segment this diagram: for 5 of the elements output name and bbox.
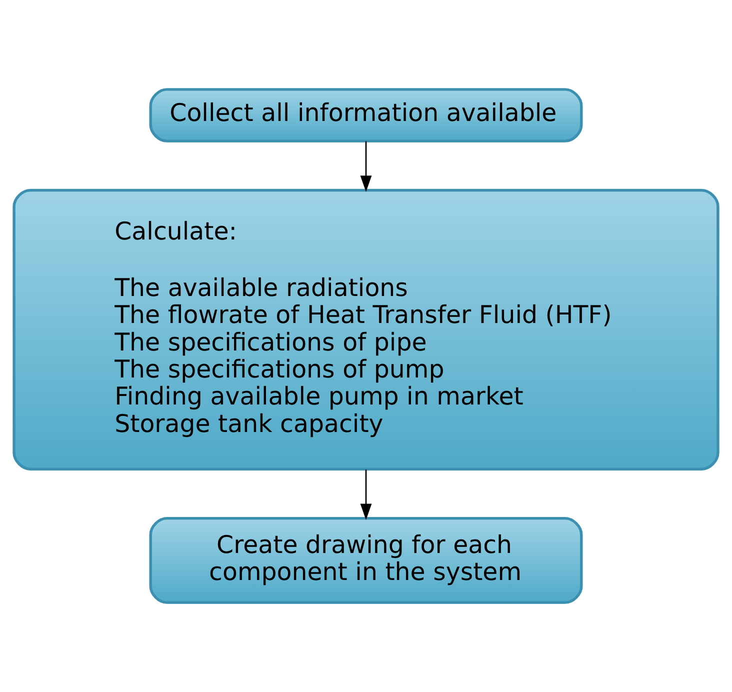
- node-box: Create drawing for each component in the system: [149, 516, 583, 604]
- node-box: Calculate: The available radiations The flowrate of Heat Transfer Fluid (HTF) The specifications of pipe The specifications of pump Finding available pump in market Storage tank capacity: [12, 188, 720, 470]
- arrow: [360, 470, 372, 520]
- node-box: Collect all information available: [149, 88, 583, 142]
- arrow: [360, 141, 372, 192]
